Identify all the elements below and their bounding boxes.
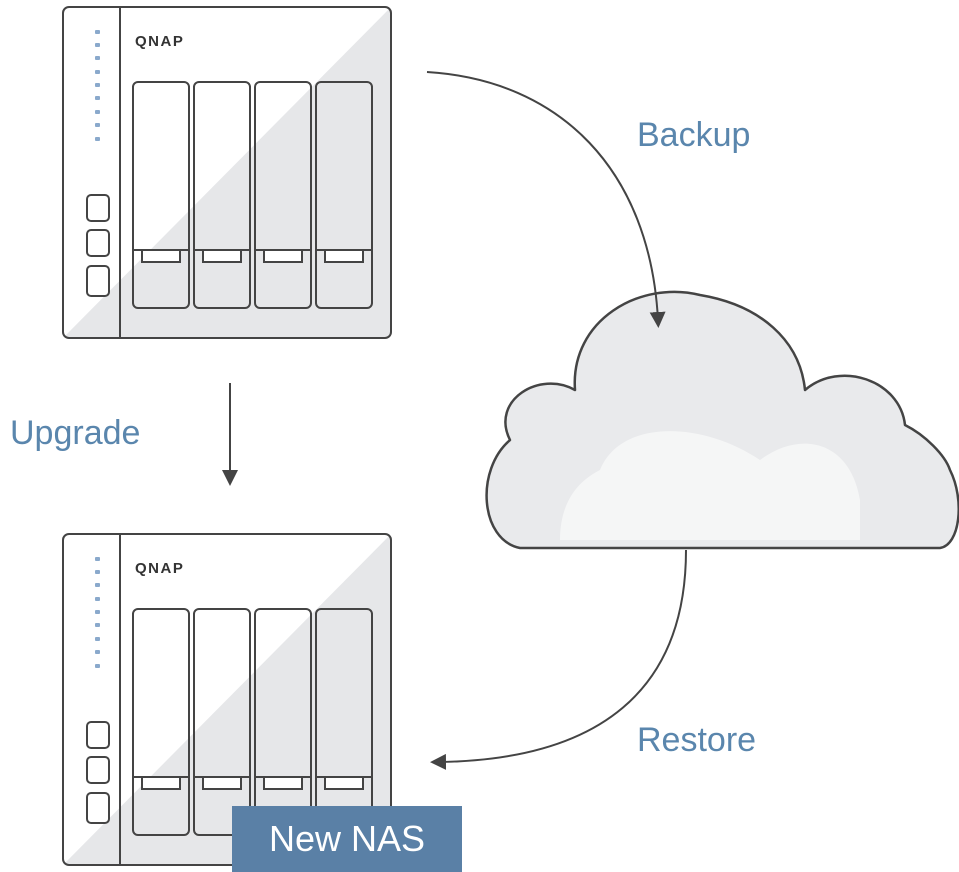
front-buttons — [86, 721, 110, 824]
cloud-icon — [485, 290, 959, 550]
restore-label: Restore — [637, 721, 757, 759]
drive-bays — [132, 81, 373, 309]
backup-arrow — [426, 71, 666, 328]
brand-logo: QNAP — [135, 33, 184, 50]
nas-device-old: QNAP — [62, 6, 392, 339]
brand-logo: QNAP — [135, 560, 184, 577]
drive-bays — [132, 608, 373, 836]
led-indicators — [95, 30, 100, 141]
backup-label: Backup — [637, 116, 751, 154]
new-nas-badge: New NAS — [232, 806, 462, 872]
restore-arrow — [430, 549, 687, 770]
led-indicators — [95, 557, 100, 668]
upgrade-label: Upgrade — [10, 414, 141, 452]
front-buttons — [86, 194, 110, 297]
